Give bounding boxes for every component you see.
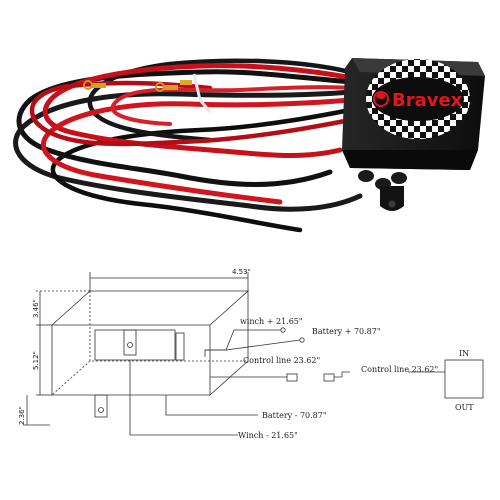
checkered-badge (366, 59, 470, 139)
wire-leader-lines (129, 327, 484, 436)
brand-name: Bravex (392, 90, 463, 111)
height-dimension-top: 3.46" (32, 299, 40, 318)
control-box: Bravex (342, 58, 485, 211)
battery-positive-label: Battery + 70.87" (312, 327, 381, 336)
ring-terminal-icons (83, 80, 192, 92)
control-line-right-label: Control line 23.62" (361, 365, 438, 374)
battery-negative-label: Battery - 70.87" (262, 411, 327, 420)
control-line-left-label: Control line 23.62" (243, 356, 320, 365)
width-dimension: 4.53" (232, 268, 251, 276)
height-dimension-bottom: 2.36" (18, 406, 26, 425)
height-dimension-middle: 5.12" (32, 351, 40, 370)
mounting-tab (380, 186, 404, 211)
switch-out-label: OUT (455, 403, 474, 412)
wire-harness (13, 58, 363, 233)
zip-tie (192, 73, 212, 113)
switch-in-label: IN (459, 349, 469, 358)
bravex-logo-icon (373, 91, 389, 107)
grommet (358, 170, 374, 182)
winch-positive-label: winch + 21.65" (240, 317, 303, 326)
winch-negative-label: Winch - 21.65" (238, 431, 298, 440)
dimension-diagram (23, 272, 250, 426)
grommet (391, 172, 407, 184)
